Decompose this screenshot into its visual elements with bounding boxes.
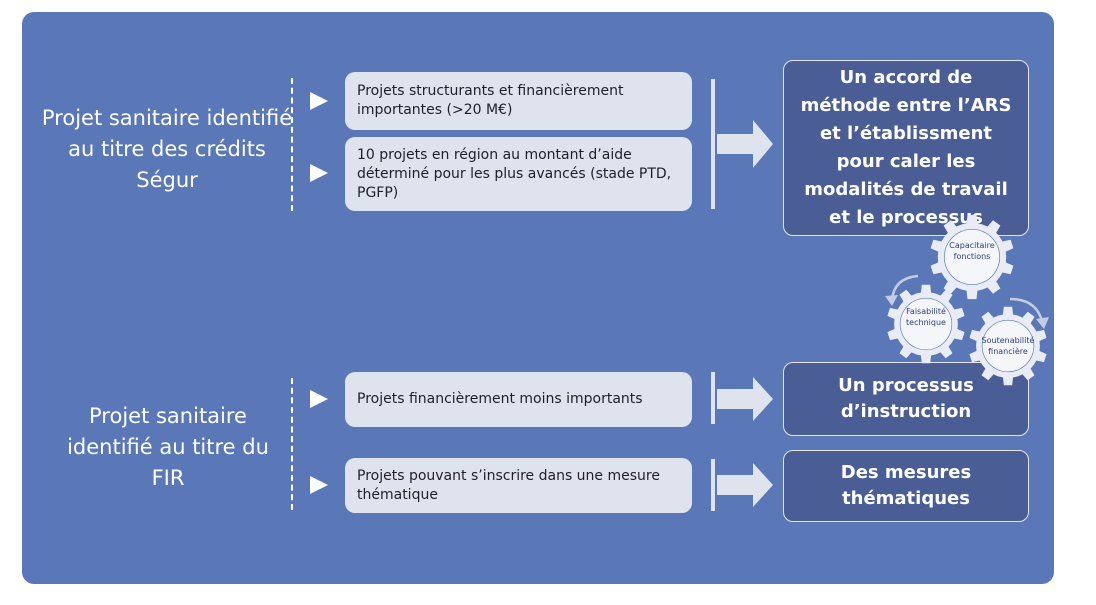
- section-title-segur: Projet sanitaire identifié au titre des …: [41, 106, 293, 192]
- gear-label: Faisabilité technique: [906, 307, 946, 327]
- section-divider: [291, 378, 293, 510]
- gear-icon: [930, 214, 1014, 300]
- cycle-arrow-icon: [1009, 297, 1049, 329]
- item-box: Projets financièrement moins importants: [345, 372, 692, 427]
- gear-label: Capacitaire fonctions: [949, 241, 995, 261]
- section-title-fir: Projet sanitaire identifié au titre du F…: [67, 404, 269, 490]
- gear-icon: [969, 306, 1047, 386]
- item-box: Projets pouvant s’inscrire dans une mesu…: [345, 458, 692, 513]
- bullet-arrow-icon: [310, 390, 328, 408]
- result-box: Un accord de méthode entre l’ARS et l’ét…: [783, 60, 1029, 236]
- gear-icon: [887, 284, 965, 364]
- bullet-arrow-icon: [310, 92, 328, 110]
- item-box: 10 projets en région au montant d’aide d…: [345, 137, 692, 211]
- bracket-bar: [711, 459, 715, 511]
- right-arrow-icon: [717, 463, 773, 507]
- right-arrow-icon: [717, 377, 773, 421]
- item-box: Projets structurants et financièrement i…: [345, 72, 692, 130]
- bullet-arrow-icon: [310, 164, 328, 182]
- cycle-arrow-icon: [885, 274, 919, 306]
- bullet-arrow-icon: [310, 476, 328, 494]
- bracket-bar: [711, 372, 715, 424]
- section-divider: [291, 78, 293, 211]
- gear-label: Soutenabilité financière: [981, 336, 1035, 356]
- result-box: Des mesures thématiques: [783, 450, 1029, 522]
- right-arrow-icon: [717, 120, 773, 168]
- bracket-bar: [711, 79, 715, 209]
